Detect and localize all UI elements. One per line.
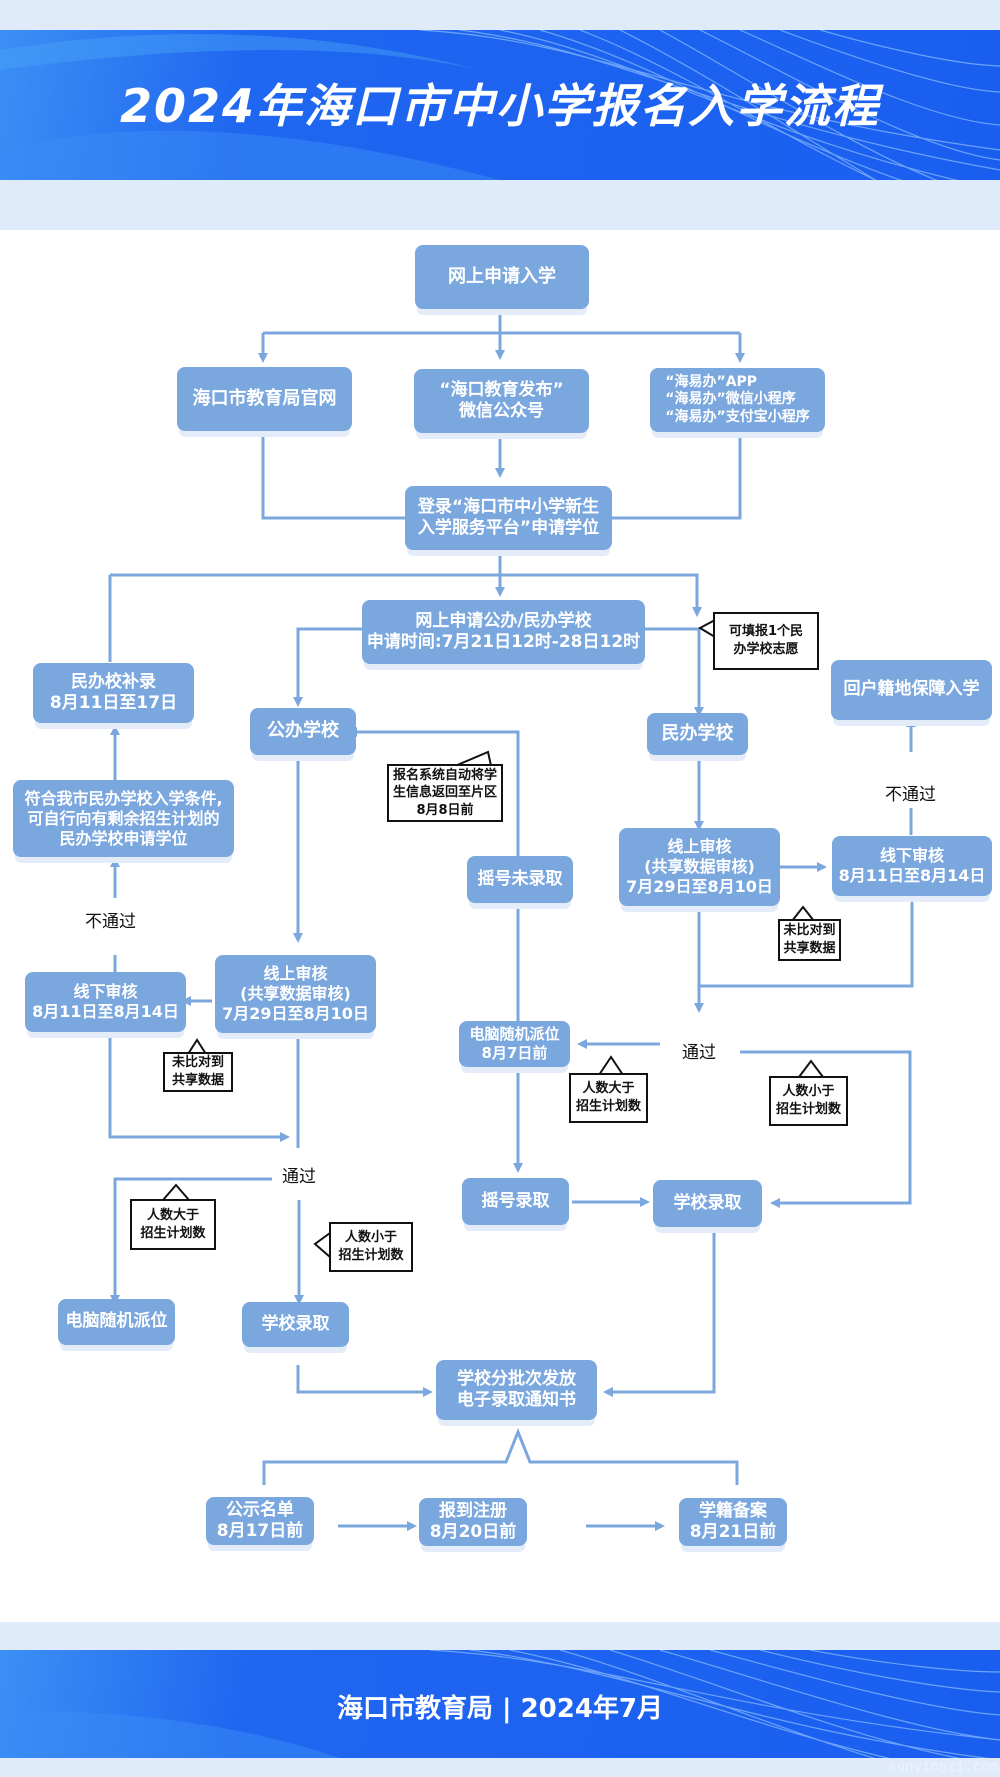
node-private-random-assign: 电脑随机派位 8月7日前 xyxy=(459,1021,570,1067)
connector xyxy=(108,1032,290,1142)
node-publish-list: 公示名单 8月17日前 xyxy=(206,1497,314,1545)
connector xyxy=(110,1177,272,1305)
node-apply-online: 网上申请入学 xyxy=(415,245,589,309)
connector xyxy=(603,1228,716,1397)
callout-less-than-plan-private: 人数小于 招生计划数 xyxy=(769,1076,848,1126)
connector xyxy=(699,893,914,988)
callout-no-match-left: 未比对到 共享数据 xyxy=(163,1052,233,1092)
header-lower-band xyxy=(0,180,1000,230)
label-fail-right: 不通过 xyxy=(885,785,936,805)
callout-one-private-choice: 可填报1个民 办学校志愿 xyxy=(713,612,819,670)
connector xyxy=(740,1050,912,1208)
callout-tail xyxy=(697,619,716,638)
callout-more-than-plan-public: 人数大于 招生计划数 xyxy=(130,1199,216,1250)
connector xyxy=(645,627,704,717)
callout-tail xyxy=(162,1183,190,1201)
node-private-online-review: 线上审核 (共享数据审核) 7月29日至8月10日 xyxy=(619,828,780,906)
watermark: sunyingzi.com xyxy=(888,1759,998,1775)
node-private-school: 民办学校 xyxy=(647,713,748,755)
connector xyxy=(296,1365,433,1397)
node-notice-issue: 学校分批次发放 电子录取通知书 xyxy=(436,1360,597,1420)
node-public-online-review: 线上审核 (共享数据审核) 7月29日至8月10日 xyxy=(215,955,376,1033)
node-public-offline-review: 线下审核 8月11日至8月14日 xyxy=(25,972,186,1032)
footer-text: 海口市教育局 | 2024年7月 xyxy=(336,1694,664,1724)
node-private-supplement: 民办校补录 8月11日至17日 xyxy=(33,663,194,723)
node-public-school-admit: 学校录取 xyxy=(242,1302,349,1347)
label-pass-public: 通过 xyxy=(282,1167,316,1187)
node-channel-website: 海口市教育局官网 xyxy=(177,367,352,431)
callout-less-than-plan-public: 人数小于 招生计划数 xyxy=(329,1222,413,1272)
callout-more-than-plan-private: 人数大于 招生计划数 xyxy=(569,1073,648,1123)
footer-upper-band xyxy=(0,1622,1000,1650)
label-fail-left: 不通过 xyxy=(85,912,136,932)
header-banner: 2024年海口市中小学报名入学流程 xyxy=(0,30,1000,180)
node-private-offline-review: 线下审核 8月11日至8月14日 xyxy=(832,836,992,896)
node-file-record: 学籍备案 8月21日前 xyxy=(679,1498,787,1546)
callout-tail xyxy=(798,1059,824,1078)
wave-decoration xyxy=(0,30,1000,180)
node-public-school: 公办学校 xyxy=(250,708,356,755)
callout-tail xyxy=(598,1055,624,1076)
connector xyxy=(261,435,405,520)
connector xyxy=(110,573,702,617)
footer-banner: 海口市教育局 | 2024年7月 xyxy=(0,1650,1000,1758)
callout-tail xyxy=(187,1038,207,1055)
node-register: 报到注册 8月20日前 xyxy=(419,1498,527,1546)
callout-tail xyxy=(791,905,815,922)
page-title: 2024年海口市中小学报名入学流程 xyxy=(119,79,881,133)
connector xyxy=(262,1427,739,1485)
node-lottery-admitted: 摇号录取 xyxy=(462,1178,569,1225)
connector xyxy=(347,727,520,868)
node-channel-wechat: “海口教育发布” 微信公众号 xyxy=(414,369,589,433)
node-public-random-assign: 电脑随机派位 xyxy=(58,1299,175,1345)
node-channel-app: “海易办”APP “海易办”微信小程序 “海易办”支付宝小程序 xyxy=(650,368,825,432)
label-pass-private: 通过 xyxy=(682,1043,716,1063)
callout-return-to-district: 报名系统自动将学 生信息返回至片区 8月8日前 xyxy=(387,764,503,822)
node-private-eligible: 符合我市民办学校入学条件, 可自行向有剩余招生计划的 民办学校申请学位 xyxy=(13,780,234,857)
node-private-school-admit: 学校录取 xyxy=(653,1180,762,1227)
wave-decoration xyxy=(0,1650,1000,1758)
connector xyxy=(612,435,742,520)
footer-lower-band xyxy=(0,1758,1000,1777)
node-lottery-not-admitted: 摇号未录取 xyxy=(467,856,573,903)
callout-no-match-right: 未比对到 共享数据 xyxy=(778,919,841,961)
connector xyxy=(293,627,362,707)
node-login-platform: 登录“海口市中小学新生 入学服务平台”申请学位 xyxy=(405,486,612,550)
top-light-band xyxy=(0,0,1000,30)
callout-tail xyxy=(313,1232,331,1258)
node-apply-schools: 网上申请公办/民办学校 申请时间:7月21日12时-28日12时 xyxy=(362,600,645,664)
node-hukou-guarantee: 回户籍地保障入学 xyxy=(831,660,992,720)
